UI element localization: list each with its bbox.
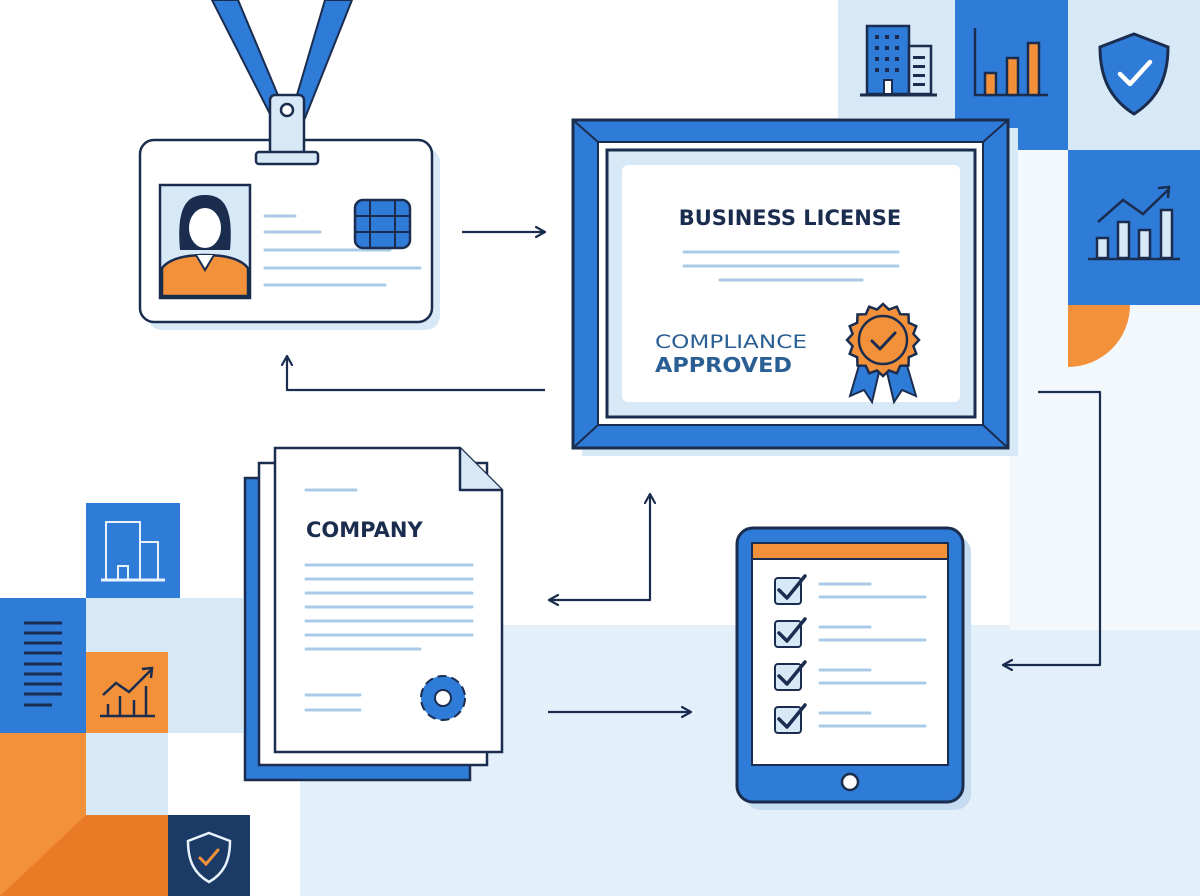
- checkbox: [774, 620, 802, 648]
- company-document-title: COMPANY: [306, 518, 423, 542]
- checkbox: [774, 577, 802, 605]
- top-right-tiles: [838, 0, 1200, 367]
- building-icon: [101, 521, 165, 582]
- bottom-left-tiles: [0, 503, 250, 896]
- checkbox: [774, 706, 802, 734]
- arrow-license-to-badge: [287, 356, 545, 392]
- growth-chart-icon: [100, 666, 155, 718]
- certificate-title: BUSINESS LICENSE: [679, 206, 902, 230]
- business-license-certificate-icon: BUSINESS LICENSE COMPLIANCE APPROVED: [571, 118, 1018, 456]
- checkbox: [774, 663, 802, 691]
- approved-label: APPROVED: [655, 353, 792, 377]
- award-seal-icon: [845, 302, 921, 405]
- check-icon: [777, 660, 807, 686]
- checklist-item: [774, 660, 927, 691]
- company-document-icon: COMPANY: [243, 446, 504, 782]
- building-icon: [860, 24, 937, 97]
- home-button: [840, 772, 860, 792]
- check-icon: [777, 574, 807, 600]
- gear-icon: [420, 675, 466, 721]
- check-icon: [777, 703, 807, 729]
- arrow-bidirectional-document-license: [549, 494, 650, 600]
- chip-icon: [353, 198, 412, 250]
- checklist-item: [774, 703, 927, 734]
- checklist-item: [774, 617, 927, 648]
- bar-chart-icon: [973, 28, 1048, 97]
- flow-arrows: [287, 232, 1102, 712]
- check-icon: [777, 617, 807, 643]
- growth-chart-icon: [1088, 185, 1180, 261]
- shield-check-icon: [1098, 32, 1170, 116]
- orange-quarter-circle: [1068, 305, 1130, 367]
- checklist-item: [774, 574, 927, 605]
- shield-check-icon: [186, 831, 232, 884]
- compliance-label: COMPLIANCE: [655, 331, 807, 353]
- id-badge-icon: [138, 0, 440, 330]
- tablet-checklist-icon: [735, 526, 971, 810]
- text-lines-icon: [24, 621, 62, 707]
- arrow-license-to-tablet: [1003, 390, 1102, 665]
